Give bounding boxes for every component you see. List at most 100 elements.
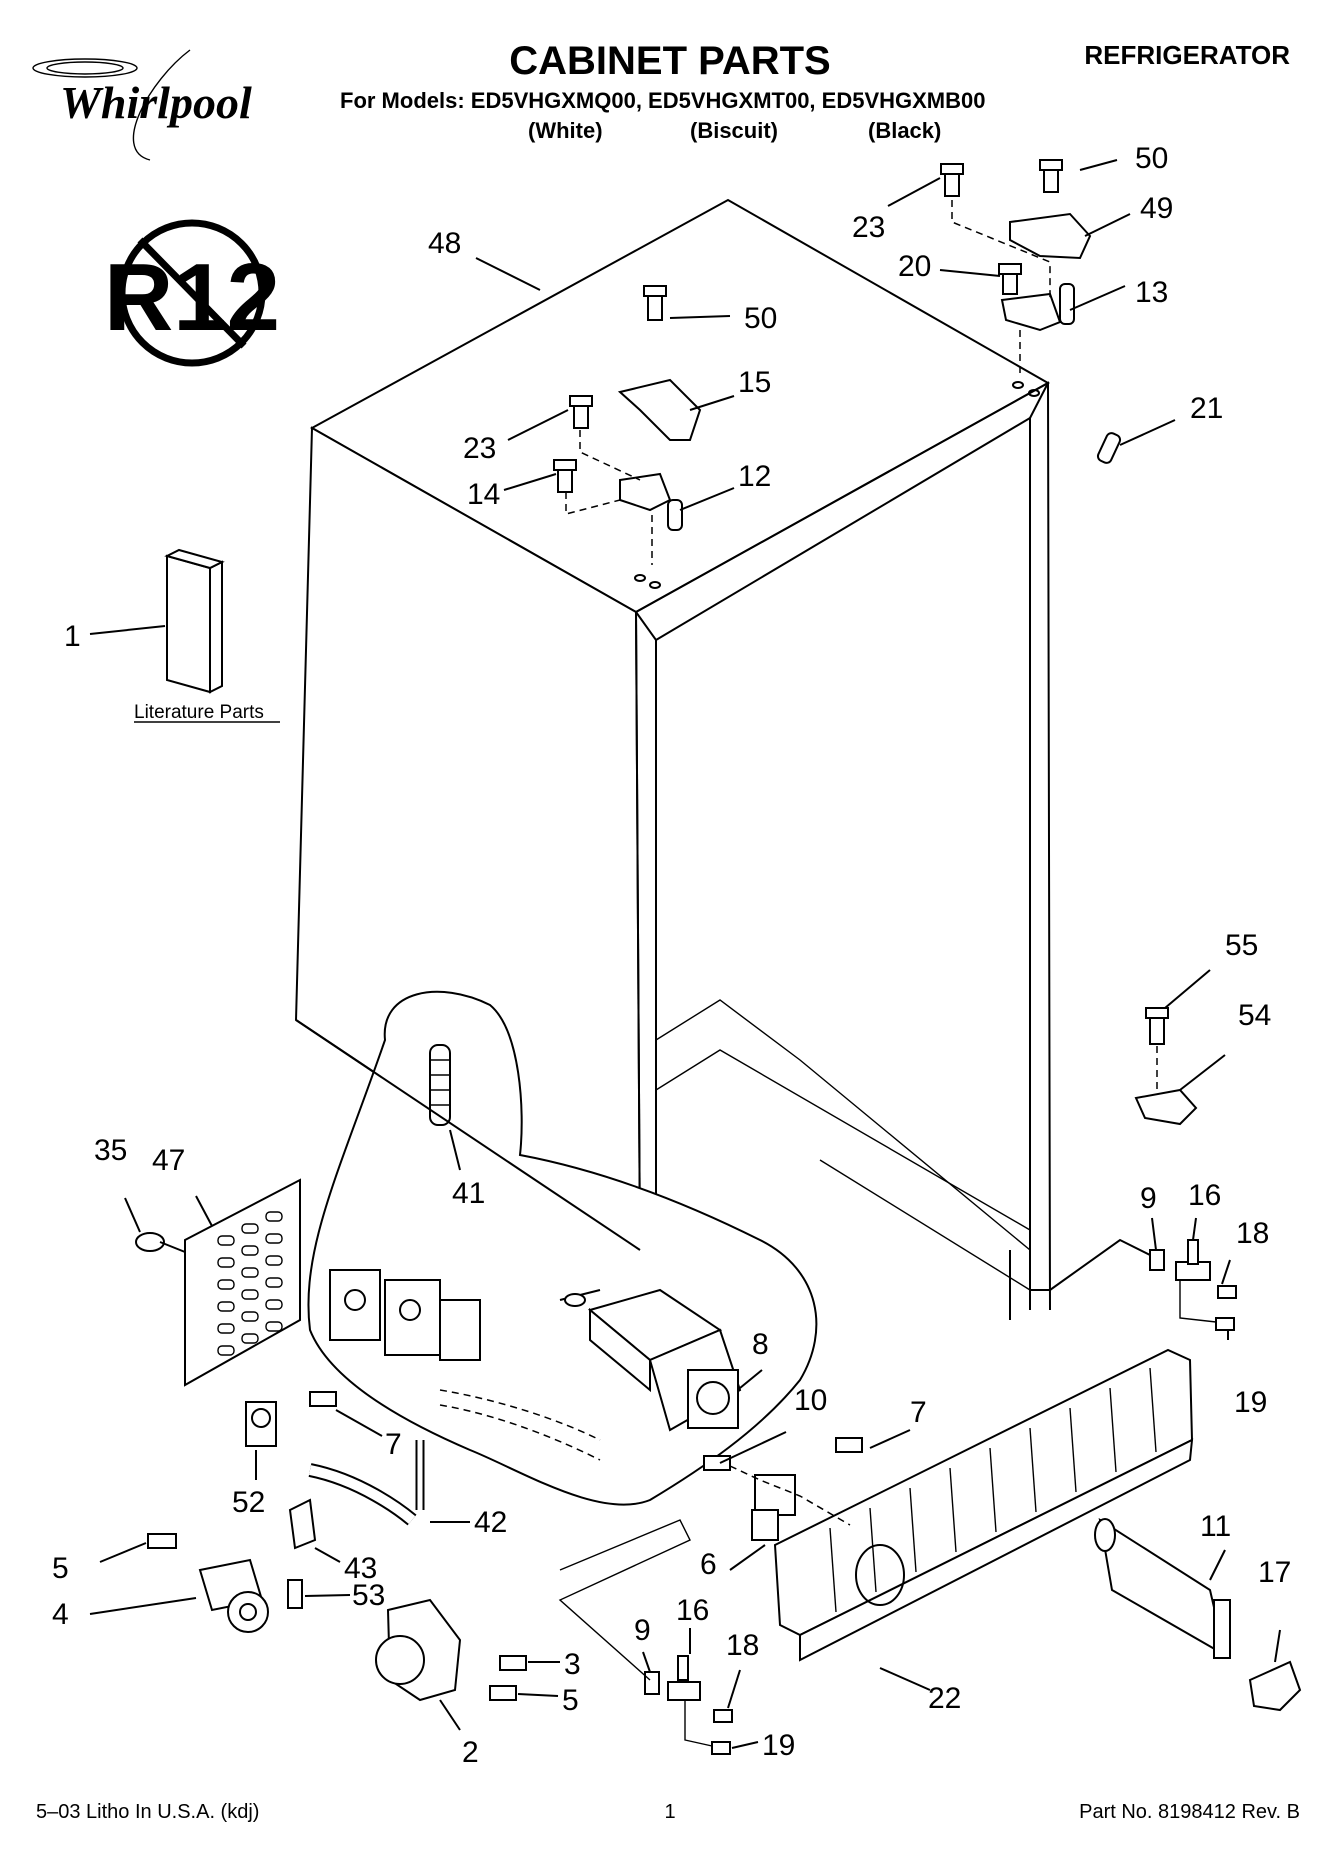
callout-16: 16 bbox=[676, 1594, 709, 1627]
grille-rib bbox=[989, 1447, 997, 1533]
base-grille bbox=[773, 1348, 1194, 1662]
callout-48: 48 bbox=[428, 227, 461, 260]
callout-50: 50 bbox=[744, 302, 777, 335]
callout-5: 5 bbox=[562, 1684, 579, 1717]
side-grille bbox=[135, 1178, 301, 1387]
models-line: For Models: ED5VHGXMQ00, ED5VHGXMT00, ED… bbox=[340, 88, 986, 113]
upper-hinge-right bbox=[940, 159, 1092, 378]
callout-41: 41 bbox=[452, 1177, 485, 1210]
fan-duct bbox=[559, 1288, 742, 1432]
grille-slot bbox=[217, 1235, 235, 1246]
grille-slot bbox=[217, 1257, 235, 1268]
callout-15: 15 bbox=[738, 366, 771, 399]
callout-17: 17 bbox=[1258, 1556, 1291, 1589]
grille-rib bbox=[869, 1507, 877, 1593]
grille-slot bbox=[217, 1345, 235, 1356]
grille-slot bbox=[265, 1321, 283, 1332]
callout-6: 6 bbox=[700, 1548, 717, 1581]
brand-name: Whirlpool bbox=[60, 77, 252, 128]
right-bracket bbox=[1134, 1007, 1198, 1126]
callout-52: 52 bbox=[232, 1486, 265, 1519]
callout-22: 22 bbox=[928, 1682, 961, 1715]
appliance-type: REFRIGERATOR bbox=[1084, 40, 1290, 70]
callout-21: 21 bbox=[1190, 392, 1223, 425]
whirlpool-logo: Whirlpool bbox=[32, 49, 252, 161]
color-black: (Black) bbox=[868, 118, 941, 143]
callout-42: 42 bbox=[474, 1506, 507, 1539]
water-valve bbox=[329, 1269, 481, 1361]
callout-3: 3 bbox=[564, 1648, 581, 1681]
callout-5: 5 bbox=[52, 1552, 69, 1585]
color-biscuit: (Biscuit) bbox=[690, 118, 778, 143]
grille-slot bbox=[241, 1267, 259, 1278]
front-roller bbox=[147, 1533, 269, 1633]
callout-49: 49 bbox=[1140, 192, 1173, 225]
drain-tube bbox=[288, 1440, 425, 1550]
grille-rib bbox=[1029, 1427, 1037, 1513]
duct-bracket bbox=[703, 1437, 863, 1541]
grille-rib bbox=[829, 1527, 837, 1613]
grille-rib bbox=[1109, 1387, 1117, 1473]
callout-18: 18 bbox=[1236, 1217, 1269, 1250]
part-number: Part No. 8198412 Rev. B bbox=[1079, 1801, 1300, 1823]
callout-50: 50 bbox=[1135, 142, 1168, 175]
grille-slot bbox=[241, 1245, 259, 1256]
leveler-left bbox=[558, 1519, 733, 1755]
literature-booklet bbox=[164, 548, 225, 694]
drain-clip bbox=[245, 1391, 337, 1447]
grille-slot bbox=[265, 1255, 283, 1266]
grille-slot bbox=[217, 1323, 235, 1334]
water-filter bbox=[1094, 1517, 1231, 1659]
callout-14: 14 bbox=[467, 478, 500, 511]
grille-slot bbox=[217, 1301, 235, 1312]
upper-hinge-center bbox=[553, 285, 702, 565]
callout-7: 7 bbox=[385, 1428, 402, 1461]
callout-43: 43 bbox=[344, 1552, 377, 1585]
grille-slot bbox=[241, 1223, 259, 1234]
callout-47: 47 bbox=[152, 1144, 185, 1177]
callout-20: 20 bbox=[898, 250, 931, 283]
grille-slot bbox=[217, 1279, 235, 1290]
grille-slot bbox=[241, 1311, 259, 1322]
grille-slot bbox=[265, 1299, 283, 1310]
leader-lines bbox=[89, 159, 1281, 1749]
grille-rib bbox=[909, 1487, 917, 1573]
filter-cap bbox=[1248, 1660, 1302, 1712]
callout-10: 10 bbox=[794, 1384, 827, 1417]
callout-54: 54 bbox=[1238, 999, 1271, 1032]
grille-slot bbox=[241, 1333, 259, 1344]
page-title: CABINET PARTS bbox=[509, 39, 830, 83]
rear-roller bbox=[287, 1579, 527, 1702]
leveler-right bbox=[1049, 1238, 1237, 1331]
callout-4: 4 bbox=[52, 1598, 69, 1631]
callout-8: 8 bbox=[752, 1328, 769, 1361]
callout-23: 23 bbox=[463, 432, 496, 465]
grille-slot bbox=[241, 1289, 259, 1300]
literature-label: Literature Parts bbox=[134, 702, 264, 723]
callout-55: 55 bbox=[1225, 929, 1258, 962]
hinge-plug bbox=[1096, 432, 1122, 464]
no-r12-badge: R12 bbox=[104, 219, 280, 367]
footer-print-info: 5–03 Litho In U.S.A. (kdj) bbox=[36, 1801, 259, 1823]
callout-9: 9 bbox=[634, 1614, 651, 1647]
callout-18: 18 bbox=[726, 1629, 759, 1662]
grille-slot bbox=[265, 1233, 283, 1244]
grille-rib bbox=[949, 1467, 957, 1553]
callout-35: 35 bbox=[94, 1134, 127, 1167]
callout-2: 2 bbox=[462, 1736, 479, 1769]
drain-hose bbox=[429, 1044, 451, 1126]
callout-13: 13 bbox=[1135, 276, 1168, 309]
callout-19: 19 bbox=[762, 1729, 795, 1762]
callout-19: 19 bbox=[1234, 1386, 1267, 1419]
callout-16: 16 bbox=[1188, 1179, 1221, 1212]
page-number: 1 bbox=[664, 1801, 675, 1823]
grille-slot bbox=[265, 1211, 283, 1222]
grille-slot bbox=[265, 1277, 283, 1288]
grille-rib bbox=[1069, 1407, 1077, 1493]
callout-12: 12 bbox=[738, 460, 771, 493]
callout-numbers: 50 49 23 20 13 48 50 15 21 23 12 14 1 55… bbox=[52, 142, 1291, 1769]
callout-9: 9 bbox=[1140, 1182, 1157, 1215]
callout-1: 1 bbox=[64, 620, 81, 653]
callout-53: 53 bbox=[352, 1579, 385, 1612]
